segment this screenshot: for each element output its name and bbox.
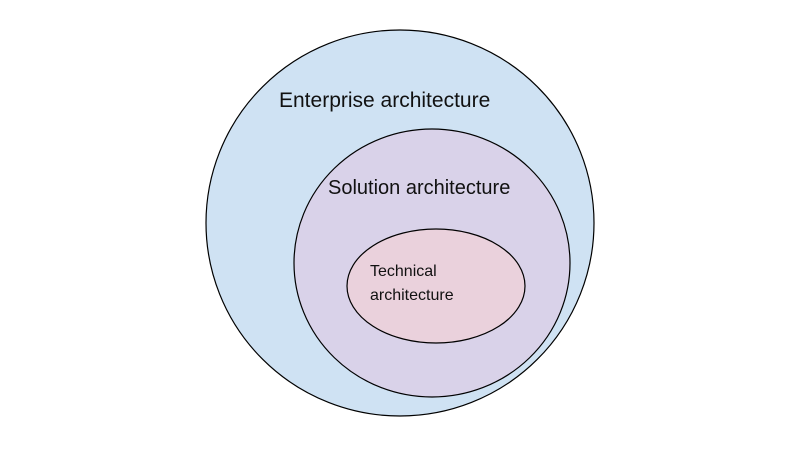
technical-architecture-ellipse xyxy=(346,228,526,344)
enterprise-architecture-label: Enterprise architecture xyxy=(279,89,490,112)
technical-architecture-label-line1: Technical xyxy=(370,263,437,280)
solution-architecture-label: Solution architecture xyxy=(328,177,510,199)
technical-architecture-label-line2: architecture xyxy=(370,287,454,304)
